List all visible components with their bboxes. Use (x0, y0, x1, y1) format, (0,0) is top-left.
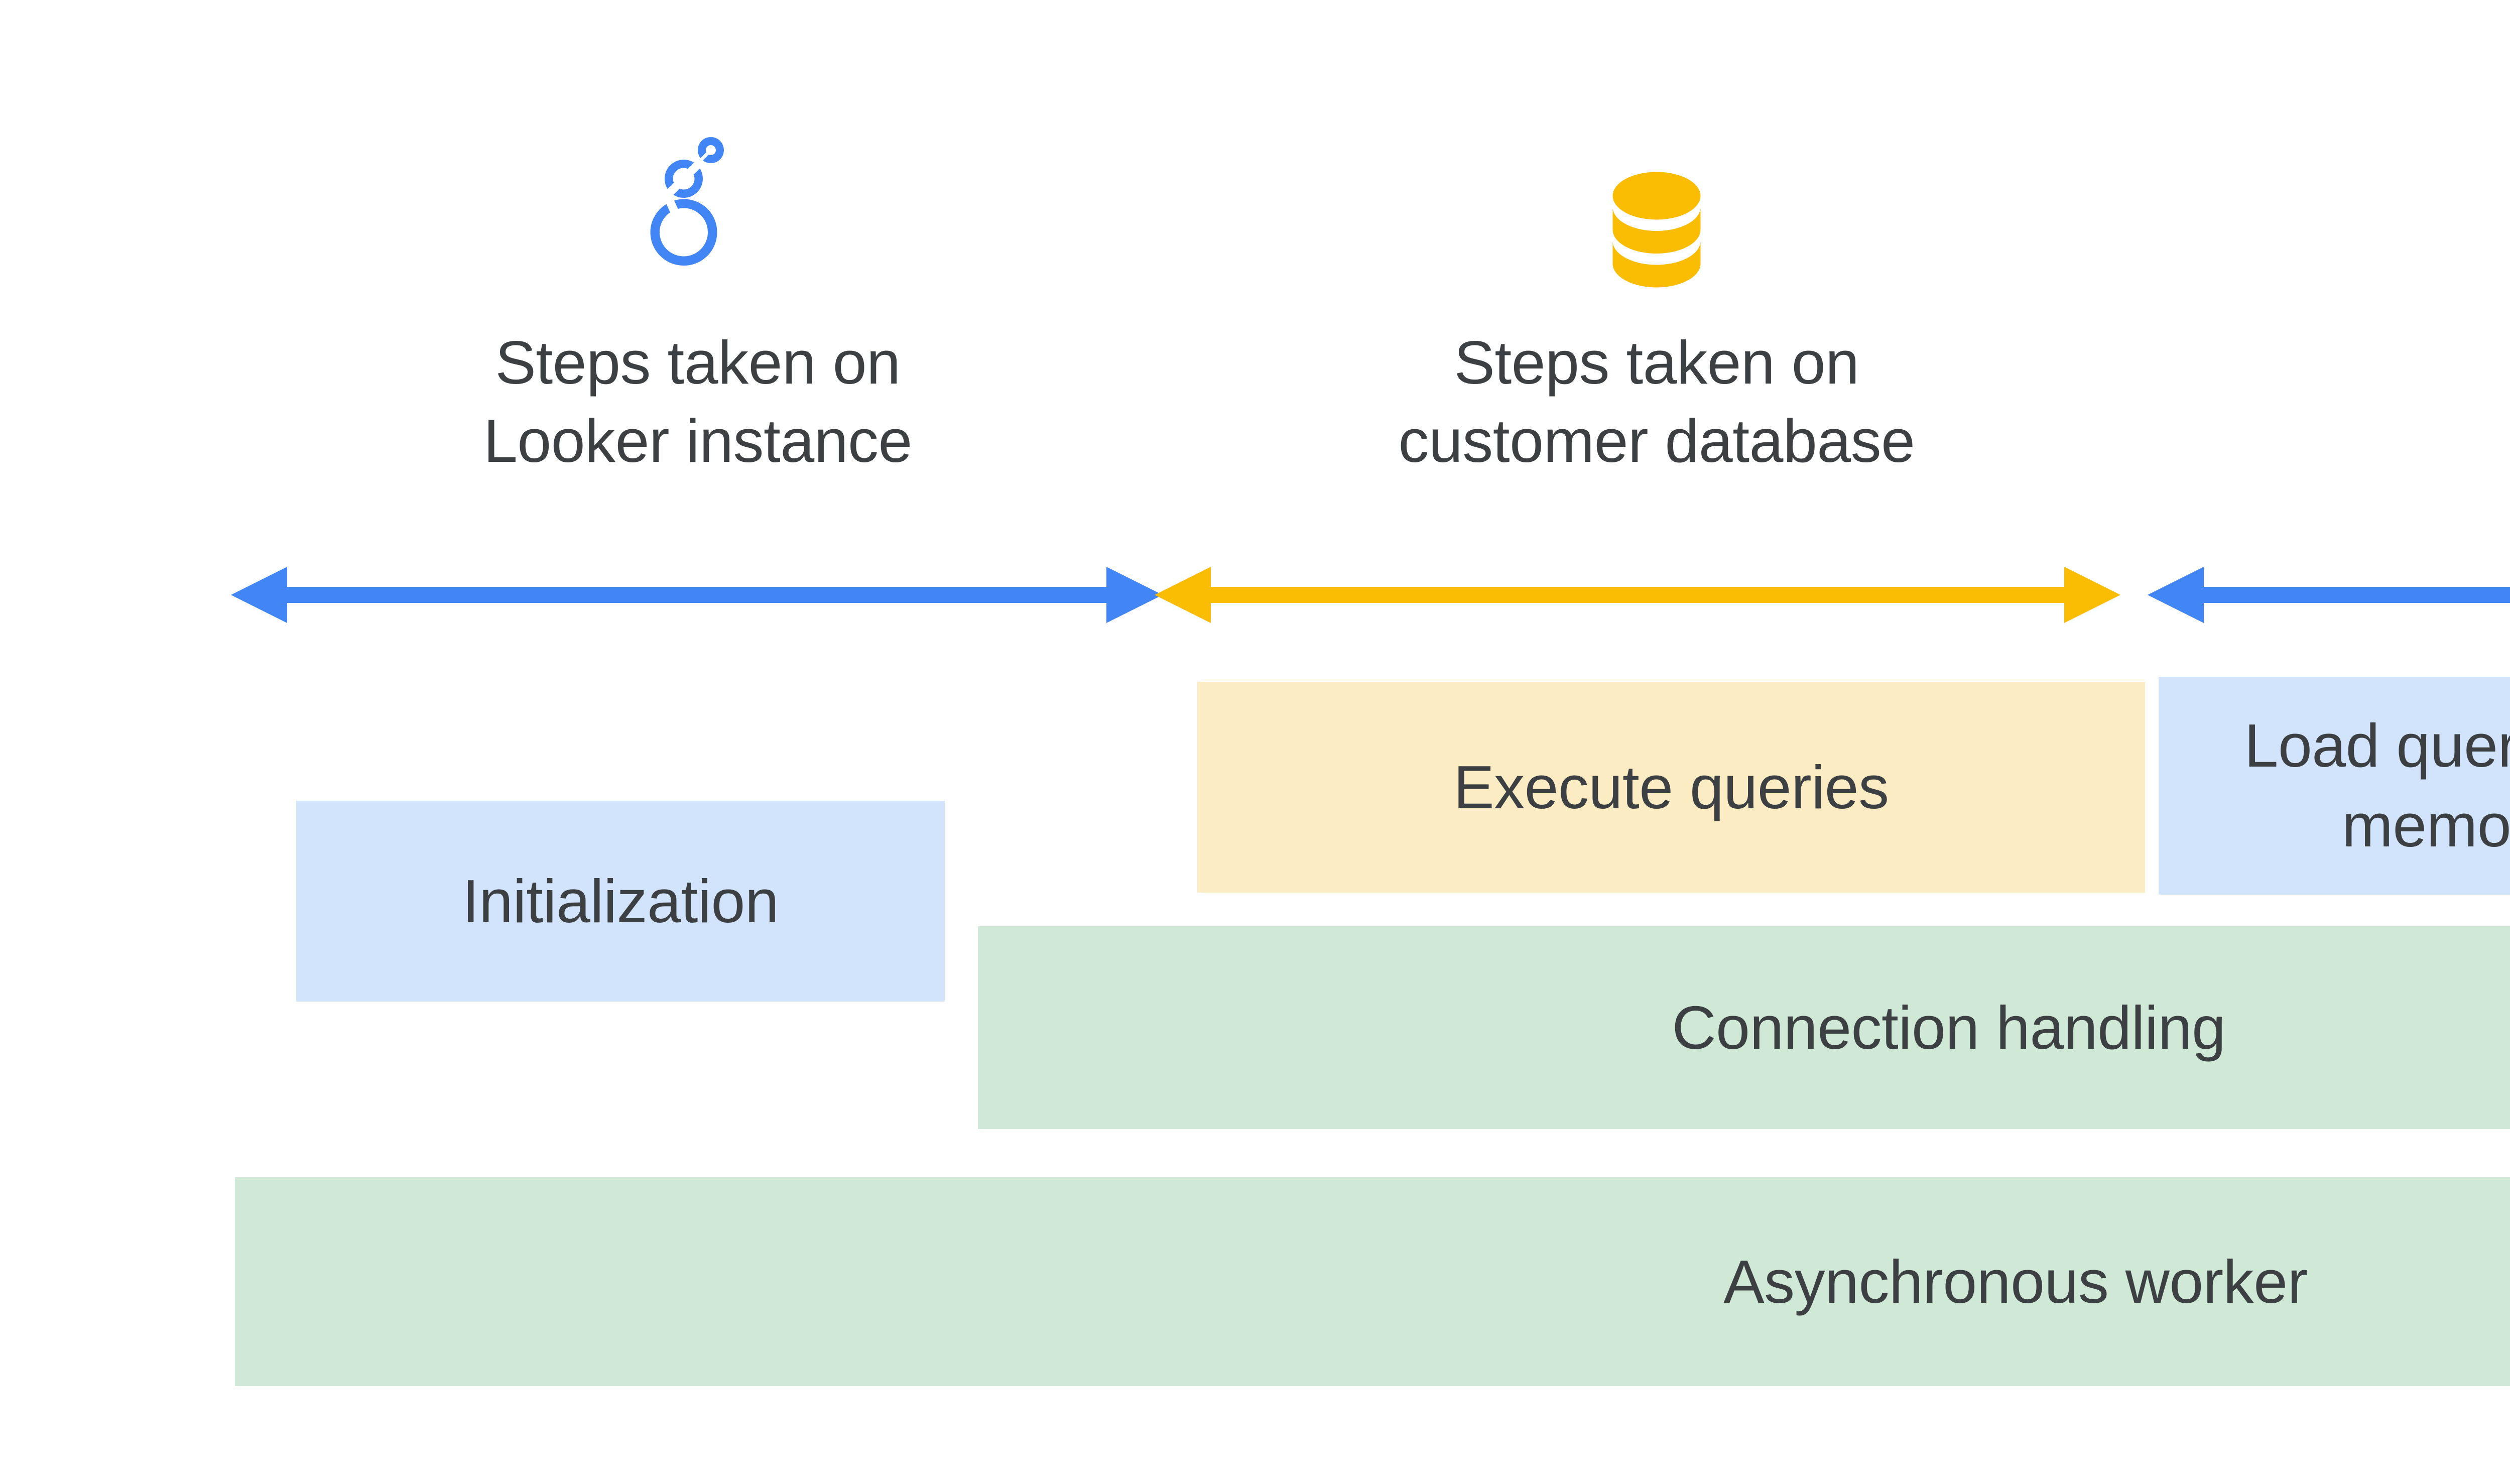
stage-label-asynchronous-worker: Asynchronous worker (1723, 1247, 2308, 1316)
stage-label-connection-handling: Connection handling (1672, 993, 2226, 1062)
span-arrow-looker-left (231, 567, 1163, 623)
phase-caption-customer-db: Steps taken on customer database (1398, 328, 1915, 475)
span-arrow-looker-right (2148, 567, 2510, 623)
phase-caption-looker-left: Steps taken on Looker instance (483, 328, 912, 475)
stage-label-initialization: Initialization (462, 867, 779, 935)
stage-box-connection-handling[interactable]: Connection handling (978, 926, 2510, 1129)
stage-box-initialization[interactable]: Initialization (296, 801, 945, 1002)
span-arrow-customer-db (1155, 567, 2120, 623)
phase-group-looker-left: Steps taken on Looker instance (437, 136, 959, 480)
stage-label-execute-queries: Execute queries (1453, 753, 1889, 821)
phase-group-customer-db: Steps taken on customer database (1315, 136, 1998, 480)
stage-label-load-queries-memory: Load queries in memory (2244, 711, 2510, 859)
stage-box-execute-queries[interactable]: Execute queries (1197, 682, 2145, 893)
looker-logo-icon (635, 136, 761, 296)
stage-box-load-queries-memory[interactable]: Load queries in memory (2159, 677, 2510, 895)
database-icon (1589, 136, 1724, 296)
stage-box-asynchronous-worker[interactable]: Asynchronous worker (235, 1177, 2510, 1386)
